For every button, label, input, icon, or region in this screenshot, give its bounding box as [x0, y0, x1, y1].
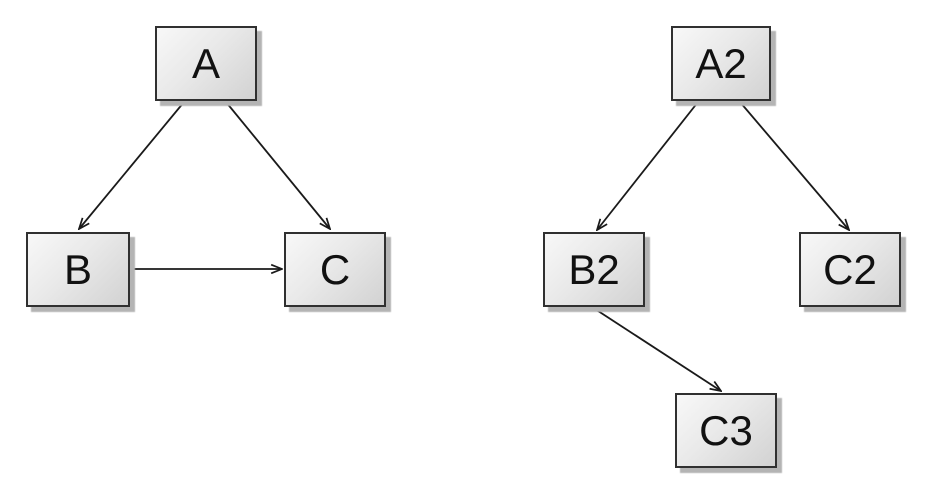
node-B2: B2 — [543, 232, 645, 307]
edge-A-C — [225, 101, 330, 229]
node-C-label: C — [319, 245, 351, 293]
node-C: C — [284, 232, 386, 307]
node-B2-label: B2 — [568, 245, 620, 293]
node-C3: C3 — [675, 393, 777, 468]
edge-A-B — [79, 101, 185, 229]
node-B: B — [26, 232, 130, 307]
node-A: A — [155, 26, 257, 101]
edge-A2-C2 — [739, 101, 849, 230]
node-C2: C2 — [799, 232, 901, 307]
node-A2: A2 — [671, 26, 771, 101]
node-A-label: A — [191, 39, 220, 87]
edge-A2-B2 — [597, 101, 699, 230]
node-C2-label: C2 — [823, 245, 877, 293]
node-C3-label: C3 — [699, 406, 753, 454]
node-B-label: B — [63, 245, 92, 293]
edge-B2-C3 — [591, 306, 721, 391]
node-A2-label: A2 — [695, 39, 747, 87]
